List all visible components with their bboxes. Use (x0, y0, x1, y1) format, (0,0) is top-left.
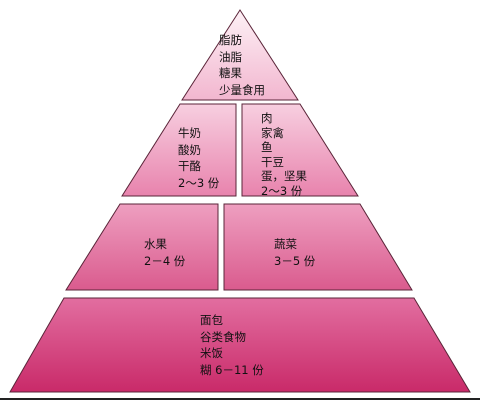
label-line: 家禽 (261, 125, 284, 140)
tier-fruit (65, 203, 219, 291)
tier-fats-sweets-label: 脂肪 油脂 糖果 少量食用 (219, 32, 265, 98)
tier-protein-label: 肉 家禽 鱼 干豆 蛋，坚果 2～3 份 (261, 111, 307, 198)
label-line: 蔬菜 (274, 237, 297, 251)
label-line: 糊 6－11 份 (200, 362, 264, 377)
label-line: 牛奶 (178, 126, 201, 140)
label-line: 蛋，坚果 (261, 169, 307, 183)
label-line: 米饭 (200, 346, 223, 360)
label-line: 糖果 (219, 66, 242, 80)
label-line: 脂肪 (219, 33, 242, 47)
label-line: 2～3 份 (178, 175, 220, 190)
label-line: 2－4 份 (144, 253, 186, 268)
label-line: 干酪 (178, 159, 201, 173)
label-line: 水果 (144, 237, 167, 251)
label-line: 鱼 (261, 140, 273, 154)
label-line: 干豆 (261, 154, 284, 169)
label-line: 肉 (261, 111, 273, 125)
tier-grains (9, 297, 471, 393)
tier-dairy (121, 103, 237, 197)
baseline-rule (0, 398, 480, 400)
label-line: 油脂 (219, 49, 242, 64)
tier-vegetable (223, 203, 413, 291)
label-line: 谷类食物 (200, 329, 246, 344)
label-line: 酸奶 (178, 142, 201, 157)
tier-grains-label: 面包 谷类食物 米饭 糊 6－11 份 (200, 312, 264, 378)
tier-dairy-label: 牛奶 酸奶 干酪 2～3 份 (178, 125, 219, 191)
tier-vegetable-label: 蔬菜 3－5 份 (274, 236, 315, 269)
tier-fruit-label: 水果 2－4 份 (144, 236, 185, 269)
label-line: 少量食用 (219, 82, 265, 97)
label-line: 面包 (200, 313, 223, 327)
label-line: 2～3 份 (261, 183, 303, 198)
tier-fats-sweets (181, 9, 299, 101)
label-line: 3－5 份 (274, 253, 316, 268)
tier-protein (241, 103, 359, 197)
